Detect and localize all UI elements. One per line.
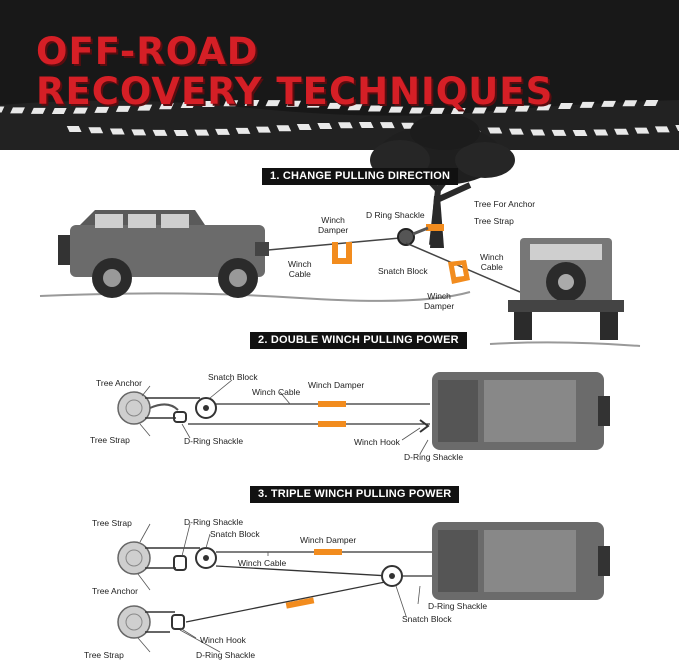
label-d-ring-shackle-3a: D-Ring Shackle: [184, 517, 244, 527]
label-tree-strap-2: Tree Strap: [90, 435, 130, 445]
label-snatch-block-3a: Snatch Block: [210, 529, 260, 539]
label-winch-cable-3: Winch Cable: [238, 558, 287, 568]
tire-track-icon: [0, 100, 679, 150]
label-tree-strap-3a: Tree Strap: [92, 518, 132, 528]
label-d-ring-shackle-2b: D-Ring Shackle: [404, 452, 464, 462]
section-1-heading: 1. CHANGE PULLING DIRECTION: [262, 168, 459, 185]
label-tree-anchor: Tree Anchor: [96, 378, 142, 388]
tree-stump-icon: [117, 391, 151, 425]
jeep-side-icon: [58, 210, 269, 298]
label-winch-damper-b: Winch Damper: [424, 291, 455, 311]
label-winch-cable-b: Winch Cable: [480, 252, 504, 272]
label-d-ring-shackle: D Ring Shackle: [366, 210, 425, 220]
jeep-top-icon: [432, 372, 610, 450]
d-ring-shackle-icon: [173, 411, 187, 423]
label-winch-damper-a: Winch Damper: [318, 215, 349, 235]
label-tree-strap-3b: Tree Strap: [84, 650, 124, 660]
label-tree-strap: Tree Strap: [474, 216, 514, 226]
label-snatch-block: Snatch Block: [378, 266, 428, 276]
label-winch-cable-a: Winch Cable: [288, 259, 312, 279]
winch-damper-icon: [332, 242, 352, 264]
label-winch-hook-3: Winch Hook: [200, 635, 246, 645]
snatch-block-icon: [397, 228, 415, 246]
label-winch-hook-2: Winch Hook: [354, 437, 400, 447]
title-line-2: RECOVERY TECHNIQUES: [36, 70, 554, 113]
label-winch-damper-2: Winch Damper: [308, 380, 365, 390]
label-tree-for-anchor: Tree For Anchor: [474, 199, 536, 209]
tree-strap-icon: [426, 224, 444, 231]
label-winch-damper-3: Winch Damper: [300, 535, 357, 545]
jeep-rear-icon: [508, 238, 624, 340]
label-snatch-block-2: Snatch Block: [208, 372, 258, 382]
label-d-ring-shackle-3b: D-Ring Shackle: [428, 601, 488, 611]
label-d-ring-shackle-3c: D-Ring Shackle: [196, 650, 256, 660]
title-line-1: OFF-ROAD: [36, 30, 259, 73]
label-d-ring-shackle-2a: D-Ring Shackle: [184, 436, 244, 446]
label-snatch-block-3b: Snatch Block: [402, 614, 452, 624]
section-2-heading: 2. DOUBLE WINCH PULLING POWER: [250, 332, 467, 349]
label-winch-cable-2: Winch Cable: [252, 387, 301, 397]
label-tree-anchor-3: Tree Anchor: [92, 586, 138, 596]
header-banner: OFF-ROAD RECOVERY TECHNIQUES: [0, 0, 679, 150]
winch-hook-icon: [419, 419, 430, 433]
section-3-heading: 3. TRIPLE WINCH PULLING POWER: [250, 486, 460, 503]
